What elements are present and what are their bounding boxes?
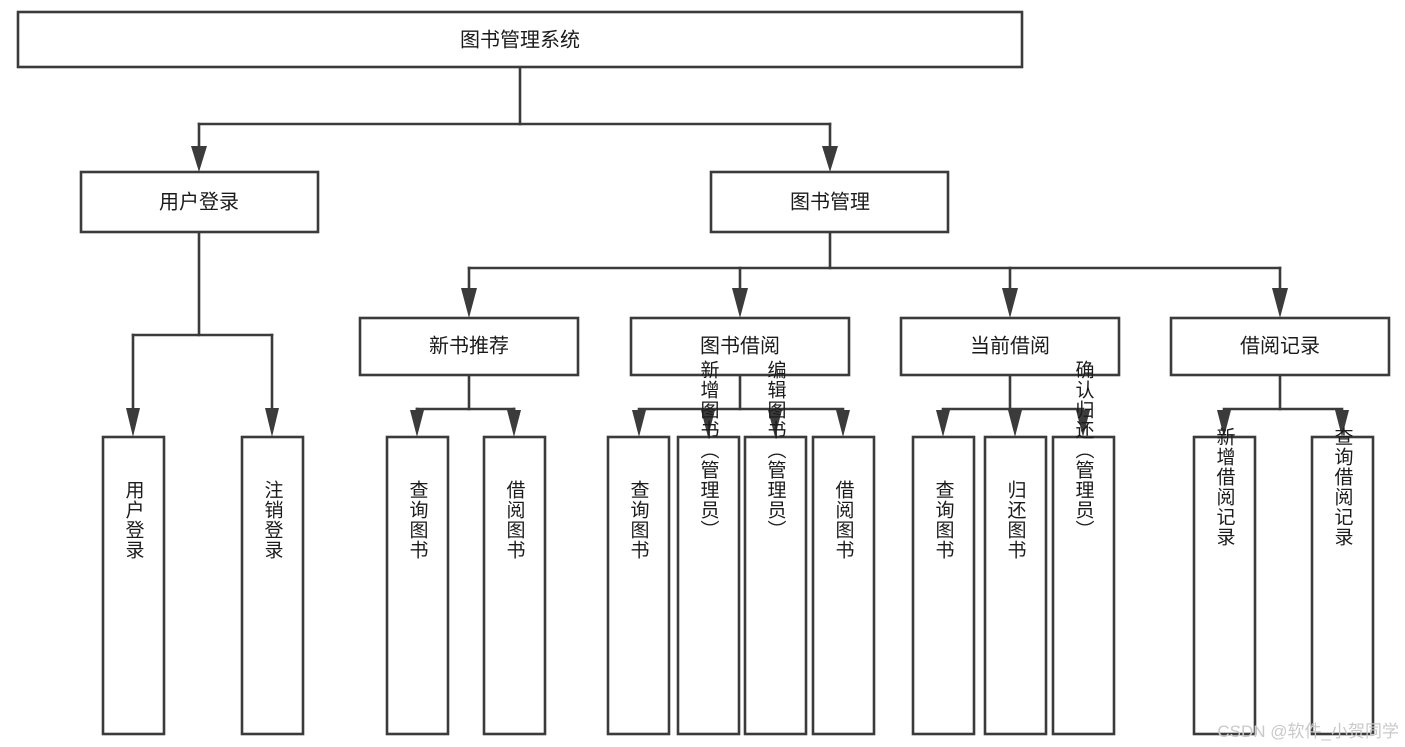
node-leaf-borrow-book-1[interactable]: 借阅图书 — [482, 435, 547, 736]
arrowhead-leaf-query-book-3 — [936, 410, 950, 437]
node-current-borrow-label: 当前借阅 — [970, 334, 1050, 357]
node-leaf-return-book-label: 归还图书 — [1005, 480, 1027, 560]
node-leaf-confirm-return[interactable]: 确认归还（管理员） — [1051, 360, 1116, 736]
node-leaf-query-book-2[interactable]: 查询图书 — [606, 435, 671, 736]
node-current-borrow[interactable]: 当前借阅 — [899, 316, 1121, 377]
node-borrow-record-label: 借阅记录 — [1240, 334, 1320, 357]
node-leaf-borrow-book-2-box[interactable] — [811, 435, 876, 736]
arrowhead-leaf-query-book-1 — [410, 410, 424, 437]
node-leaf-borrow-book-2[interactable]: 借阅图书 — [811, 435, 876, 736]
node-current-borrow-box[interactable] — [899, 316, 1121, 377]
node-leaf-query-record-box[interactable] — [1310, 435, 1375, 736]
node-leaf-query-book-1-box[interactable] — [385, 435, 450, 736]
arrowhead-leaf-return-book — [1008, 410, 1022, 437]
node-leaf-query-book-3-label: 查询图书 — [933, 480, 955, 560]
node-leaf-add-record[interactable]: 新增借阅记录 — [1192, 427, 1257, 736]
node-leaf-edit-book[interactable]: 编辑图书（管理员） — [743, 360, 808, 736]
node-leaf-add-book[interactable]: 新增图书（管理员） — [676, 360, 741, 736]
node-book-manage-box[interactable] — [709, 170, 950, 234]
node-leaf-query-record-label: 查询借阅记录 — [1332, 427, 1354, 547]
arrowhead-current-borrow — [1002, 288, 1018, 318]
connectors-layer — [126, 65, 1349, 437]
node-leaf-borrow-book-1-box[interactable] — [482, 435, 547, 736]
node-book-borrow-label: 图书借阅 — [700, 334, 780, 357]
arrowhead-leaf-user-login — [126, 408, 140, 437]
node-leaf-add-record-box[interactable] — [1192, 435, 1257, 736]
arrowhead-leaf-query-book-2 — [632, 410, 646, 437]
node-leaf-query-book-3-box[interactable] — [911, 435, 976, 736]
node-borrow-record[interactable]: 借阅记录 — [1169, 316, 1391, 377]
arrowhead-book-manage — [822, 146, 838, 172]
arrowhead-borrow-record — [1272, 288, 1288, 318]
node-leaf-query-book-1[interactable]: 查询图书 — [385, 435, 450, 736]
node-new-book-rec-label: 新书推荐 — [429, 334, 509, 357]
node-root-label: 图书管理系统 — [460, 28, 580, 51]
node-borrow-record-box[interactable] — [1169, 316, 1391, 377]
arrowhead-leaf-add-record — [1217, 410, 1231, 437]
node-new-book-rec-box[interactable] — [358, 316, 580, 377]
node-leaf-user-login-box[interactable] — [101, 435, 166, 736]
node-leaf-user-login[interactable]: 用户登录 — [101, 435, 166, 736]
node-user-login[interactable]: 用户登录 — [79, 170, 320, 234]
node-leaf-borrow-book-1-label: 借阅图书 — [504, 480, 526, 560]
arrowhead-leaf-borrow-book-1 — [507, 410, 521, 437]
node-leaf-logout-login[interactable]: 注销登录 — [240, 435, 305, 736]
node-leaf-query-book-2-label: 查询图书 — [628, 480, 650, 560]
node-leaf-logout-login-box[interactable] — [240, 435, 305, 736]
arrowhead-leaf-add-book — [701, 410, 715, 437]
node-root[interactable]: 图书管理系统 — [16, 10, 1024, 69]
node-leaf-add-book-box[interactable] — [676, 435, 741, 736]
node-leaf-logout-login-label: 注销登录 — [262, 480, 284, 560]
node-book-manage[interactable]: 图书管理 — [709, 170, 950, 234]
node-leaf-user-login-label: 用户登录 — [123, 480, 145, 560]
node-leaf-add-book-label: 新增图书（管理员） — [698, 360, 720, 540]
node-book-borrow-box[interactable] — [629, 316, 851, 377]
node-leaf-add-record-label: 新增借阅记录 — [1214, 427, 1236, 547]
node-leaf-edit-book-label: 编辑图书（管理员） — [765, 360, 787, 540]
node-leaf-borrow-book-2-label: 借阅图书 — [833, 480, 855, 560]
arrowhead-book-borrow — [732, 288, 748, 318]
node-leaf-query-record[interactable]: 查询借阅记录 — [1310, 427, 1375, 736]
node-user-login-label: 用户登录 — [159, 190, 239, 213]
node-book-manage-label: 图书管理 — [790, 190, 870, 213]
node-new-book-rec[interactable]: 新书推荐 — [358, 316, 580, 377]
node-leaf-query-book-3[interactable]: 查询图书 — [911, 435, 976, 736]
csdn-watermark: CSDN @软件_小贺同学 — [1217, 722, 1399, 741]
node-leaf-query-book-1-label: 查询图书 — [407, 480, 429, 560]
node-leaf-confirm-return-label: 确认归还（管理员） — [1073, 360, 1095, 540]
node-leaf-return-book-box[interactable] — [983, 435, 1048, 736]
node-user-login-box[interactable] — [79, 170, 320, 234]
node-book-borrow[interactable]: 图书借阅 — [629, 316, 851, 377]
node-leaf-confirm-return-box[interactable] — [1051, 435, 1116, 736]
node-leaf-return-book[interactable]: 归还图书 — [983, 435, 1048, 736]
node-leaf-edit-book-box[interactable] — [743, 435, 808, 736]
arrowhead-leaf-query-record — [1335, 410, 1349, 437]
arrowhead-leaf-edit-book — [768, 410, 782, 437]
arrowhead-leaf-logout-login — [265, 408, 279, 437]
node-root-box[interactable] — [16, 10, 1024, 69]
arrowhead-user-login — [191, 146, 207, 172]
arrowhead-leaf-confirm-return — [1076, 410, 1090, 437]
node-leaf-query-book-2-box[interactable] — [606, 435, 671, 736]
arrowhead-leaf-borrow-book-2 — [836, 410, 850, 437]
arrowhead-new-book-rec — [461, 288, 477, 318]
